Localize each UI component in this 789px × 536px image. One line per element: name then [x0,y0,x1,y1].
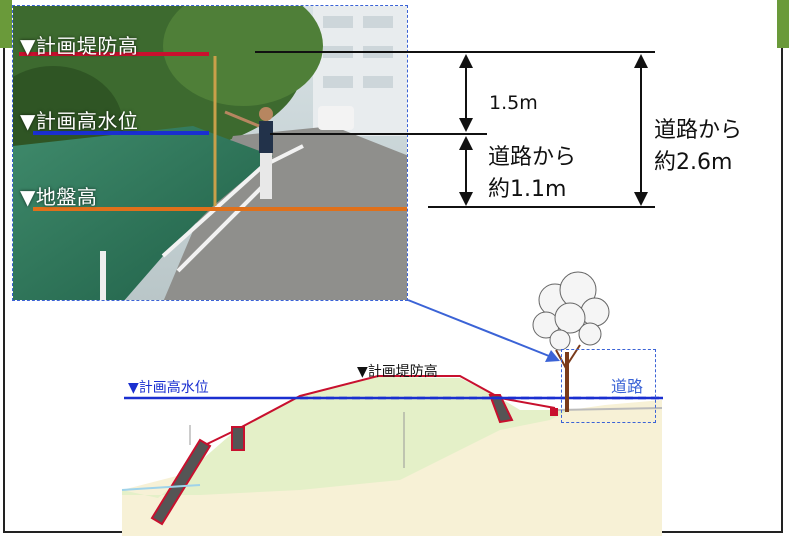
photo-label-dike-height: ▼計画堤防高 [20,34,139,58]
road-label: 道路 [611,377,644,396]
right-corner-decoration [777,0,789,48]
embankment-area [122,377,570,498]
cross-section-high-water-label: ▼計画高水位 [128,380,209,396]
left-corner-decoration [0,0,12,48]
cross-section-dike-label: ▼計画堤防高 [357,364,438,380]
road-highlight-box [561,349,656,423]
photo-label-ground: ▼地盤高 [20,185,98,209]
from-road-1-1-line2: 約1.1m [488,177,567,202]
photo-label-high-water: ▼計画高水位 [20,109,139,133]
from-road-2-6-line1: 道路から [654,118,743,143]
photo-illustration [13,6,407,300]
tree-canopy [532,271,610,351]
from-road-2-6-line2: 約2.6m [654,150,733,175]
gap-1-5m-label: 1.5m [489,92,538,114]
from-road-1-1-line1: 道路から [488,145,577,170]
site-photo [12,5,408,301]
